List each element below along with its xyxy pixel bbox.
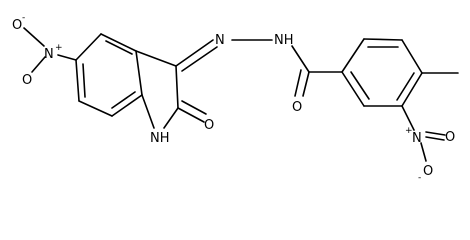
atom-o-amide: O: [292, 100, 302, 115]
atom-n-hydrazone: N: [215, 33, 225, 48]
atom-n-nitro-right: N: [412, 131, 422, 146]
charge-minus-right: -: [418, 173, 421, 183]
molecule-diagram: O - N + O N NH O NH O N + O O -: [12, 13, 459, 183]
charge-plus-right: +: [405, 126, 413, 136]
atom-nh-hydrazone: NH: [274, 33, 294, 48]
atom-o-nitro-left-top: O: [12, 18, 22, 33]
atom-n-nitro-left: N: [44, 47, 54, 62]
atom-o-lactam: O: [204, 118, 214, 133]
bond-lines: [23, 27, 459, 162]
atom-nh-indole: NH: [150, 131, 170, 146]
atom-labels: O - N + O N NH O NH O N + O O -: [12, 13, 455, 183]
charge-minus-left: -: [22, 13, 25, 23]
atom-o-nitro-left-bottom: O: [22, 73, 32, 88]
charge-plus-left: +: [55, 43, 63, 53]
atom-o-nitro-right-bottom: O: [423, 164, 433, 179]
atom-o-nitro-right-side: O: [445, 130, 455, 145]
